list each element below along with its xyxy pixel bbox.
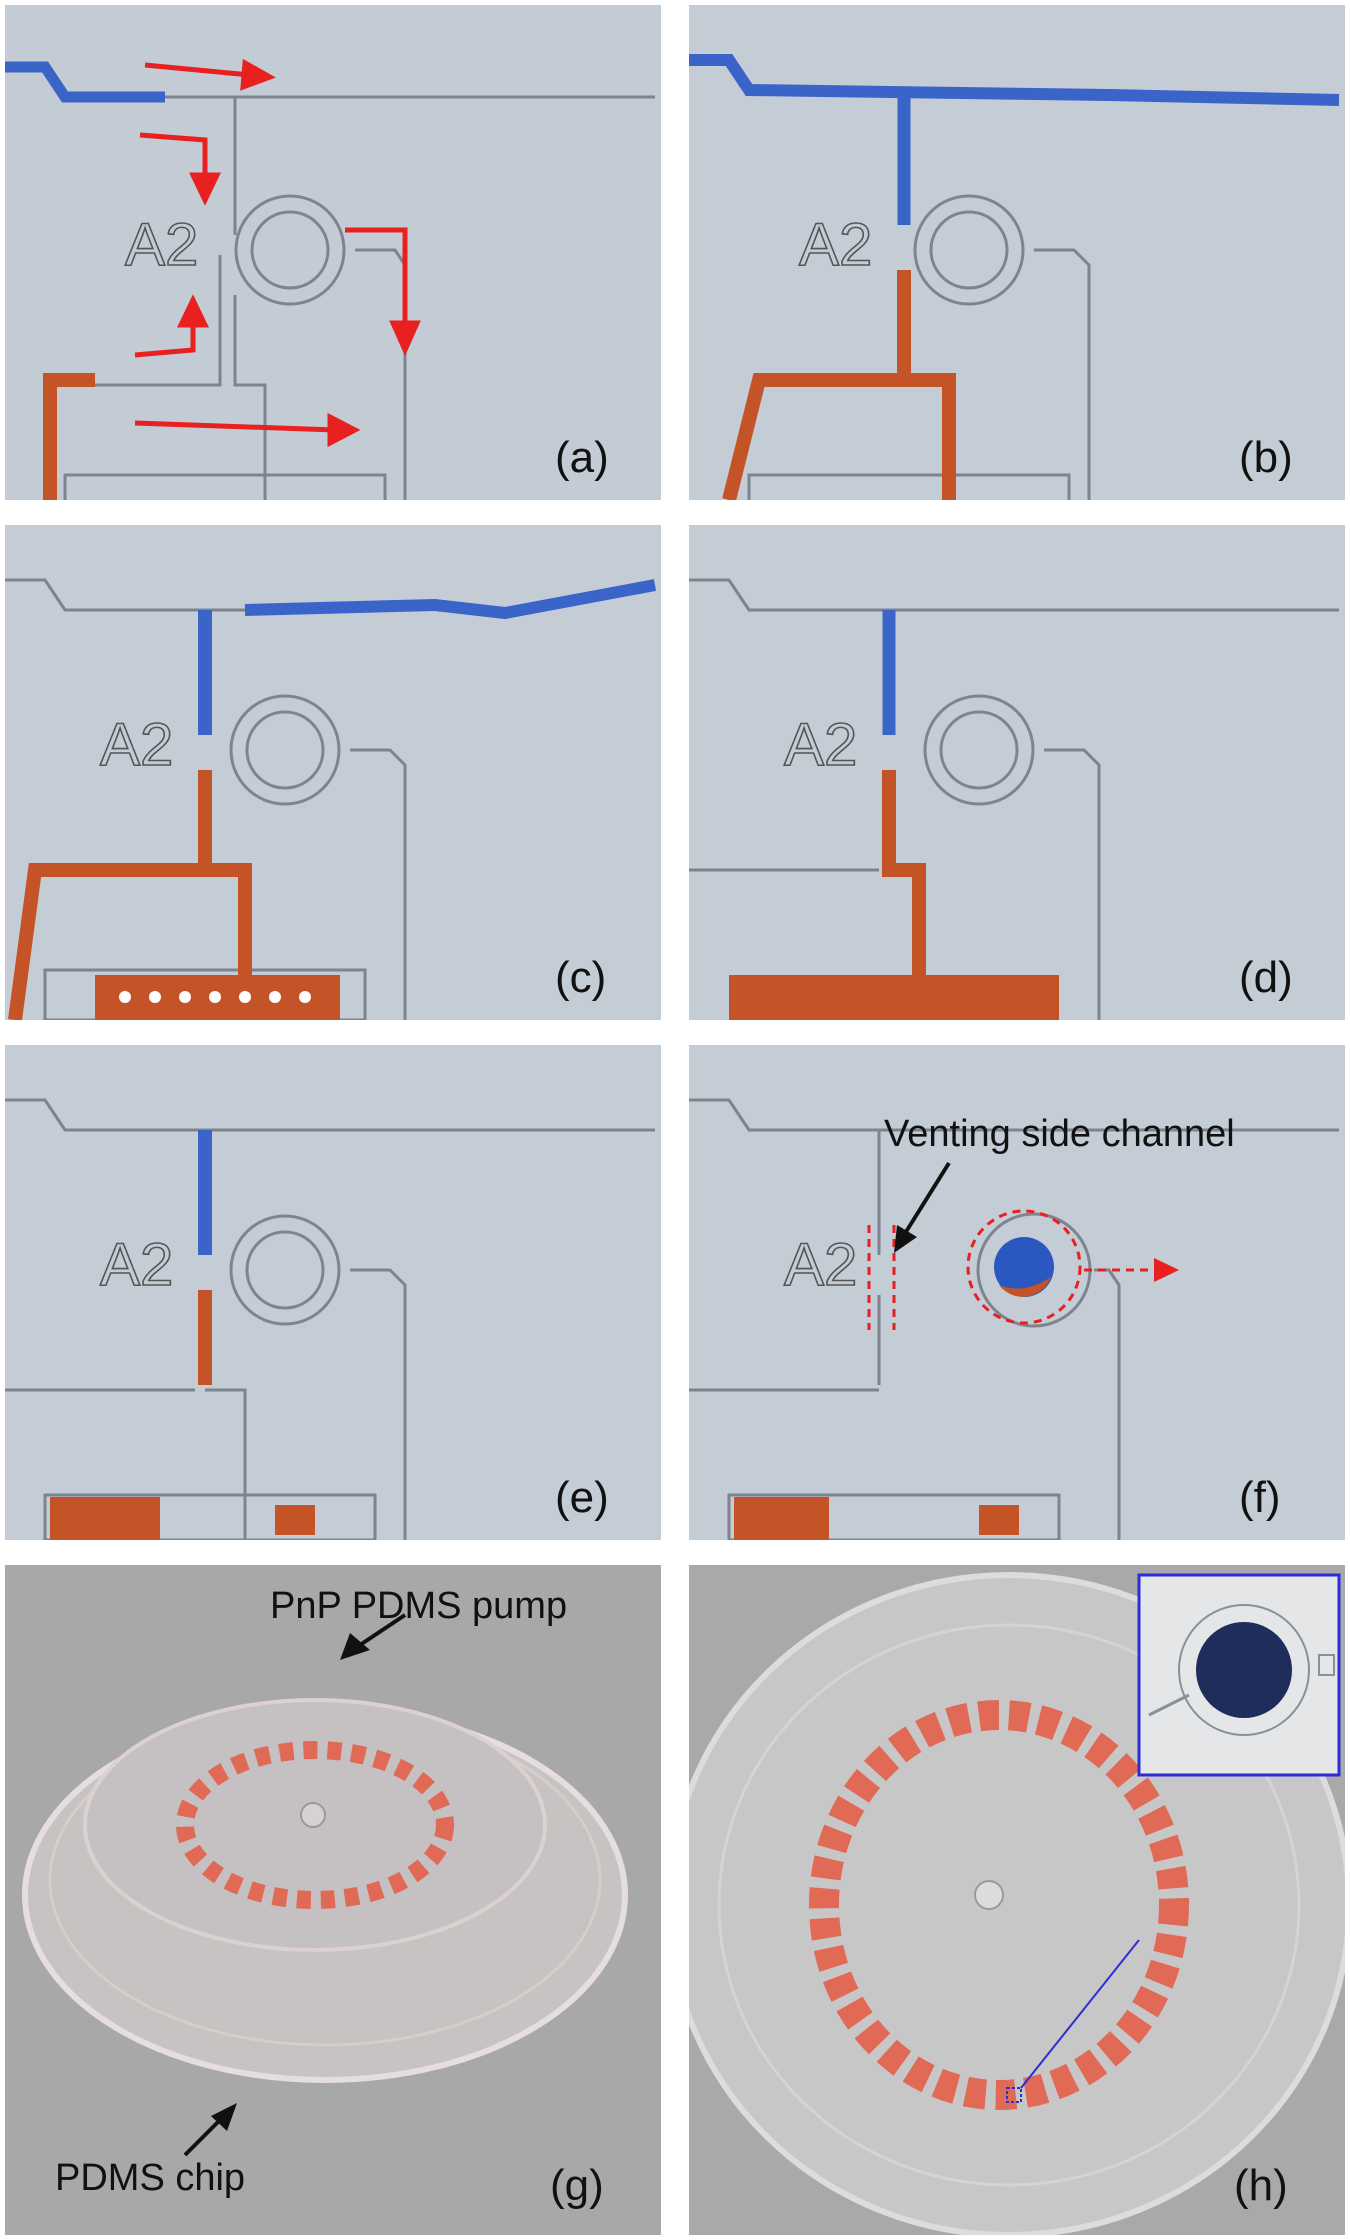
chamber-label: A2 xyxy=(99,1230,174,1299)
chamber-label: A2 xyxy=(798,210,873,279)
panel-g: PnP PDMS pump PDMS chip (g) xyxy=(5,1565,661,2235)
panel-a: A2 (a) xyxy=(5,5,661,500)
panel-c-photo xyxy=(5,525,661,1020)
panel-h: (h) xyxy=(689,1565,1345,2235)
panel-e: A2 (e) xyxy=(5,1045,661,1540)
panel-label: (h) xyxy=(1234,2161,1288,2210)
panel-f: A2 Venting side channel (f) xyxy=(689,1045,1345,1540)
panel-label: (f) xyxy=(1239,1473,1281,1522)
panel-d-photo xyxy=(689,525,1345,1020)
panel-e-photo xyxy=(5,1045,661,1540)
chamber-label: A2 xyxy=(783,1230,858,1299)
panel-g-photo xyxy=(5,1565,661,2235)
panel-b: A2 (b) xyxy=(689,5,1345,500)
panel-label: (e) xyxy=(555,1473,609,1522)
panel-label: (c) xyxy=(555,953,607,1002)
chamber-label: A2 xyxy=(783,710,858,779)
panel-f-photo xyxy=(689,1045,1345,1540)
panel-c: A2 (c) xyxy=(5,525,661,1020)
venting-channel-annotation: Venting side channel xyxy=(884,1113,1235,1155)
magnified-inset xyxy=(1137,1573,1341,1777)
chip-annotation: PDMS chip xyxy=(55,2157,246,2199)
mixed-droplet xyxy=(994,1237,1054,1297)
chamber-label: A2 xyxy=(124,210,199,279)
chamber-label: A2 xyxy=(99,710,174,779)
panel-label: (d) xyxy=(1239,953,1293,1002)
panel-h-photo xyxy=(689,1565,1345,2235)
panel-label: (a) xyxy=(555,433,609,482)
panel-d: A2 (d) xyxy=(689,525,1345,1020)
panel-a-photo xyxy=(5,5,661,500)
panel-label: (b) xyxy=(1239,433,1293,482)
panel-b-photo xyxy=(689,5,1345,500)
panel-label: (g) xyxy=(550,2161,604,2210)
pump-annotation: PnP PDMS pump xyxy=(270,1585,568,1627)
